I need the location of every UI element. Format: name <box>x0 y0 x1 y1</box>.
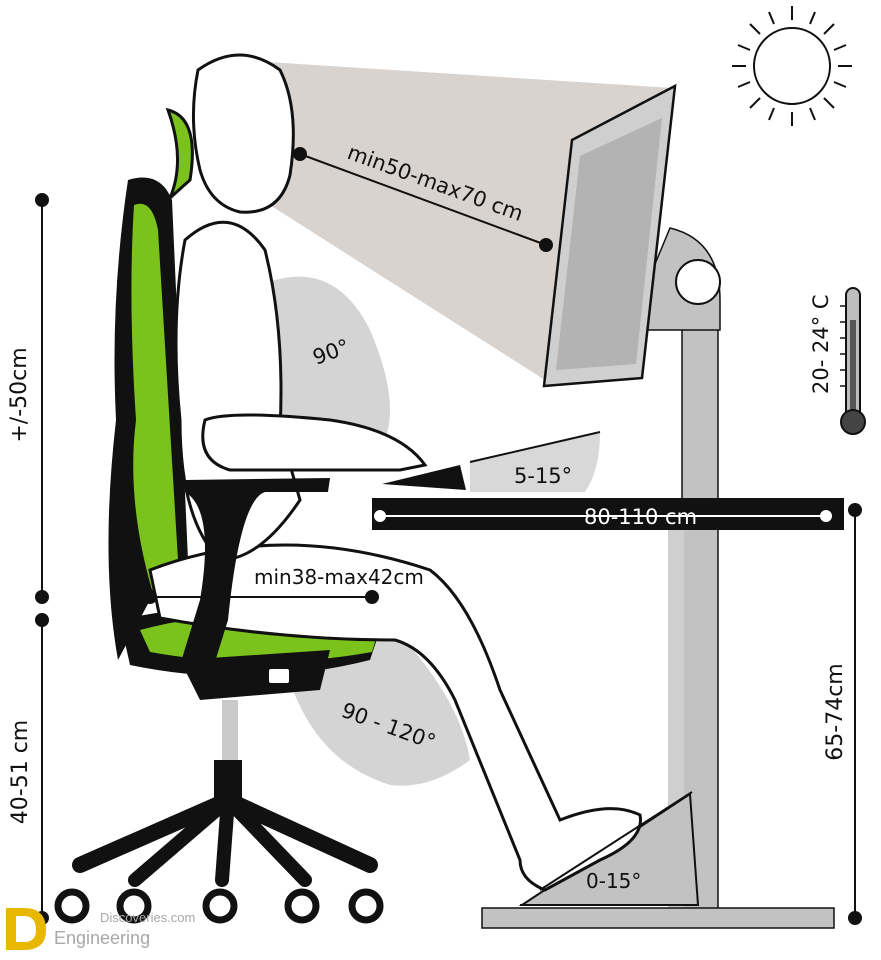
dimension-lines <box>35 147 862 925</box>
temperature-label: 20- 24° C <box>809 294 833 394</box>
seat-depth-label: min38-max42cm <box>254 565 424 589</box>
keyboard <box>382 465 466 490</box>
desk-height-label: 65-74cm <box>823 663 848 760</box>
back-height-label: +/-50cm <box>7 347 32 442</box>
keyboard-angle-zone <box>470 432 600 492</box>
desk-depth-dimension <box>374 510 832 522</box>
thermometer-icon <box>840 287 866 435</box>
desk-top <box>372 498 844 530</box>
monitor-screen <box>556 118 662 370</box>
keyboard-tilt-line <box>469 431 601 463</box>
watermark-logo <box>6 908 46 950</box>
seat-mechanism <box>180 650 330 700</box>
chair-base <box>54 700 384 924</box>
torso-angle-zone <box>250 276 390 440</box>
monitor-arm-joint <box>675 259 721 305</box>
chair-backrest-cushion <box>131 203 178 590</box>
chair-headrest <box>165 107 194 200</box>
footrest-tilt-line <box>539 791 693 891</box>
seat-height-label: 40-51 cm <box>8 720 33 824</box>
watermark-line1: Discoveries.com <box>100 910 195 925</box>
footrest-tilt-label: 0-15° <box>586 869 641 893</box>
desk-depth-label: 80-110 cm <box>584 505 697 529</box>
knee-angle-zone <box>285 635 470 786</box>
chair-armrest <box>180 478 330 665</box>
seat-lever <box>267 667 291 685</box>
sun-icon <box>732 6 852 126</box>
keyboard-tilt-label: 5-15° <box>514 464 572 488</box>
person <box>148 53 642 892</box>
floor-base <box>481 907 835 929</box>
watermark-line2: Engineering <box>54 928 150 948</box>
